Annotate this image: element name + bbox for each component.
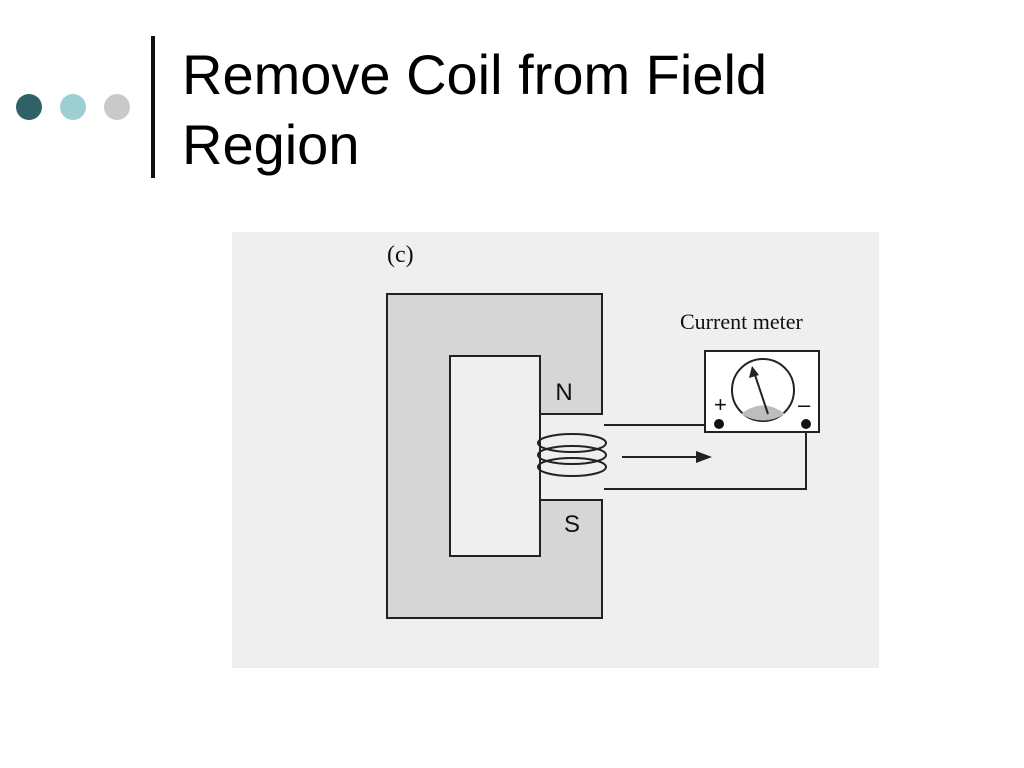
meter-minus-label: – <box>798 392 811 417</box>
coil-diagram-figure: (c) N S Current meter + – <box>232 232 879 668</box>
negative-terminal <box>801 419 811 429</box>
slide-title-line-1: Remove Coil from Field <box>182 43 768 106</box>
positive-terminal <box>714 419 724 429</box>
wire-negative <box>604 424 807 490</box>
south-pole-label: S <box>564 511 580 538</box>
current-meter-label: Current meter <box>680 309 803 334</box>
meter-needle-tip <box>749 366 759 378</box>
meter-shaded-scale <box>741 405 785 421</box>
coil-diagram: (c) N S Current meter + – <box>232 232 879 668</box>
decorative-dots <box>16 94 136 120</box>
dot-dark-teal <box>16 94 42 120</box>
title-divider <box>151 36 155 178</box>
dot-gray <box>104 94 130 120</box>
slide-title-line-2: Region <box>182 113 360 176</box>
meter-needle-icon <box>753 371 769 415</box>
arrow-icon <box>696 451 712 463</box>
slide-title: Remove Coil from Field Region <box>182 40 962 180</box>
meter-plus-label: + <box>714 392 727 417</box>
meter-dial <box>731 358 795 422</box>
magnet-icon <box>386 293 603 619</box>
coil-icon <box>537 433 607 477</box>
panel-label: (c) <box>387 242 414 268</box>
dot-light-teal <box>60 94 86 120</box>
north-pole-label: N <box>555 379 572 406</box>
